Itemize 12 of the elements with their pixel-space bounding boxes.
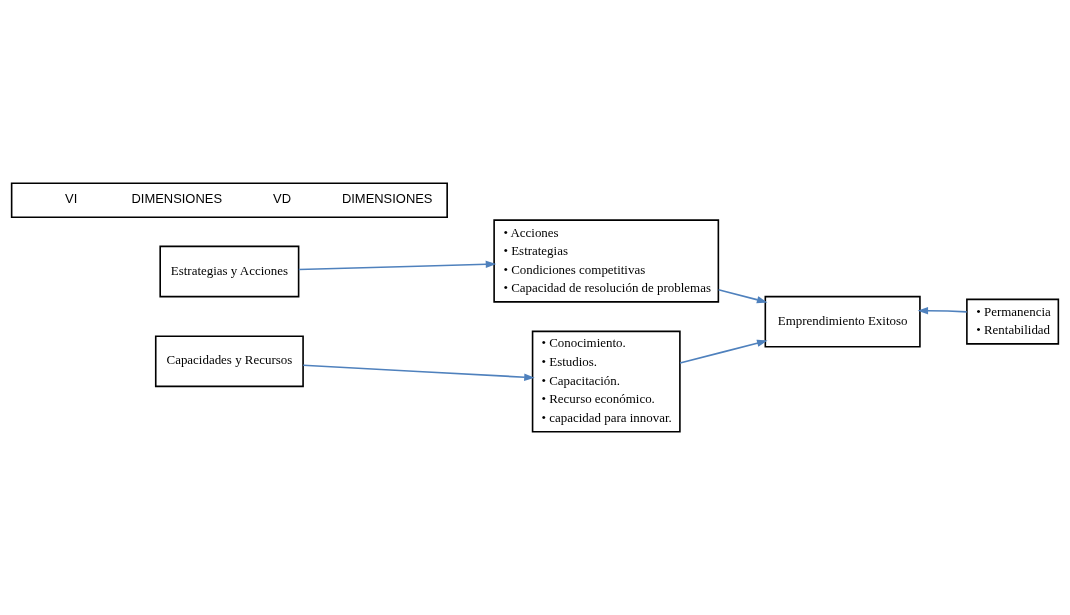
node-box: • Permanencia • Rentabilidad [966, 298, 1060, 345]
node-box: • Conocimiento. • Estudios. • Capacitación. • Recurso económico. • capacidad para innovar. [531, 330, 681, 433]
node-box: Capacidades y Recursos [154, 335, 304, 388]
arrow [298, 260, 497, 271]
arrow [302, 364, 535, 381]
node-box: VI DIMENSIONES VD DIMENSIONES [10, 182, 448, 219]
node-box: Estrategias y Acciones [159, 245, 300, 298]
arrow [679, 339, 768, 364]
arrow [917, 307, 968, 315]
node-box: Emprendimiento Exitoso [764, 295, 921, 348]
node-box: • Acciones • Estrategias • Condiciones competitivas • Capacidad de resolución de problemas [493, 219, 720, 303]
arrow [717, 289, 768, 304]
